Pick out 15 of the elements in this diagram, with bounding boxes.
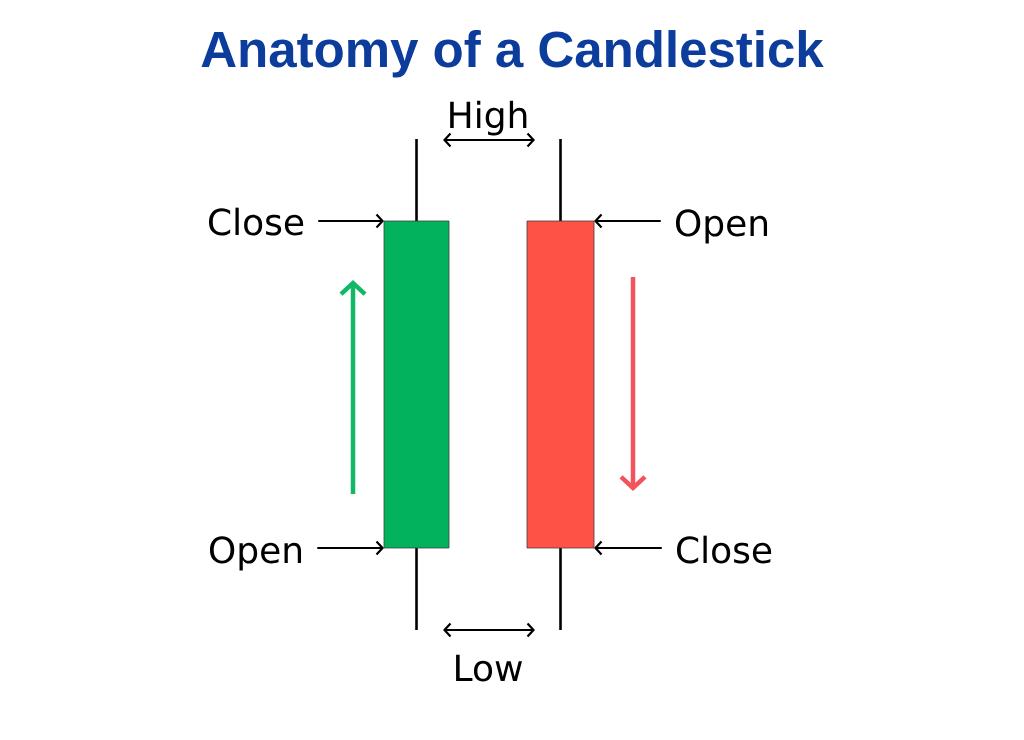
leader-arrow: [317, 540, 384, 556]
double-arrow: [443, 622, 535, 638]
candlestick: [383, 139, 450, 630]
edge-label: Low: [456, 654, 522, 682]
leader-arrow: [594, 213, 661, 229]
leader-arrow: [318, 213, 384, 229]
price-label: Open: [675, 209, 768, 244]
leader-arrow: [594, 540, 662, 556]
price-label: Close: [209, 207, 304, 236]
double-arrow: [443, 132, 535, 148]
price-label: Close: [677, 535, 772, 564]
edge-label: High: [450, 100, 527, 136]
title: Anatomy of a Candlestick: [201, 30, 824, 78]
price-label: Open: [209, 536, 301, 571]
candlestick: [526, 139, 595, 630]
